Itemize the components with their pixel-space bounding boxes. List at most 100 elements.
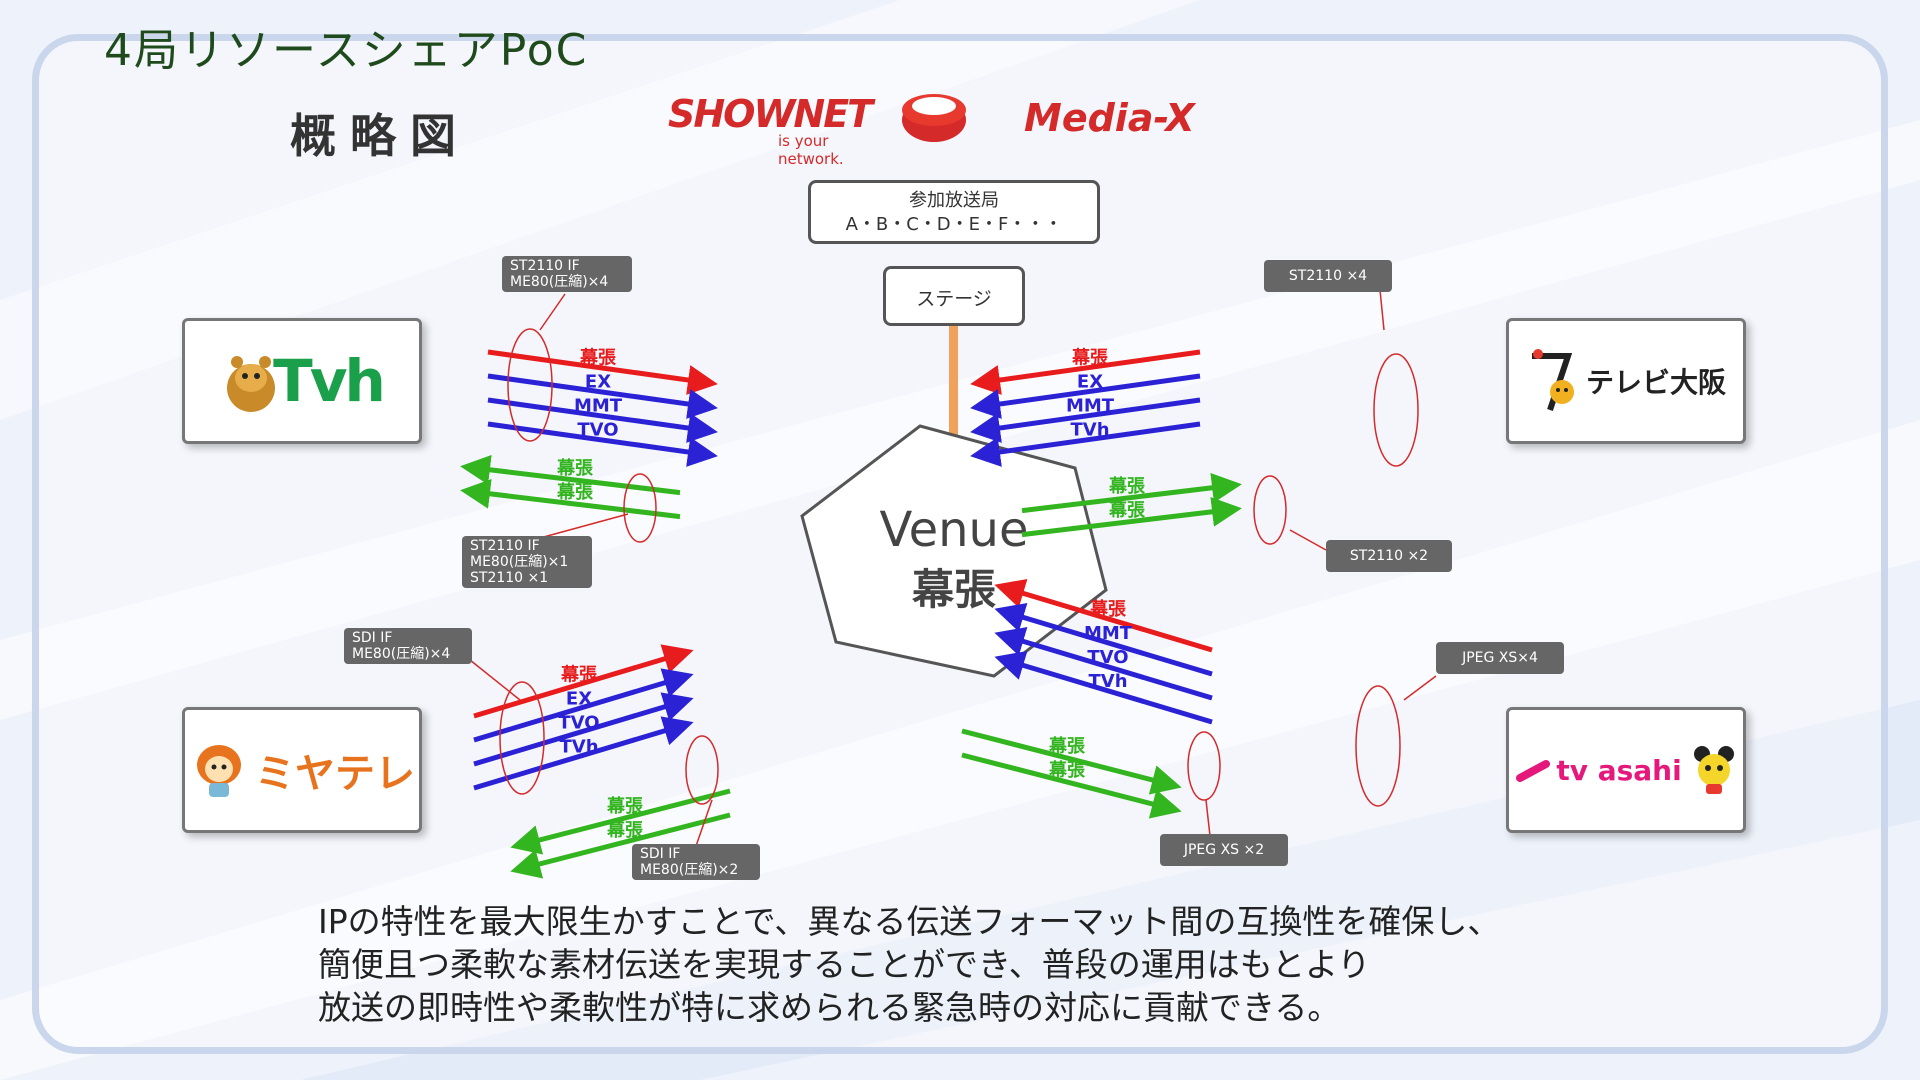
- tag-tvo-bottom-line1: ST2110 ×2: [1349, 548, 1429, 564]
- arrow-label-tvasahi-0: 幕張: [1089, 599, 1127, 620]
- leader-tvh-a: [539, 293, 566, 331]
- bundle-ellipse-tvasahi-b: [1187, 731, 1221, 801]
- arrow-miyatere-red-0: [473, 644, 694, 719]
- tag-miyatere-bottom: SDI IF ME80(圧縮)×2: [632, 844, 760, 880]
- tvo-mascot-icon: [1531, 349, 1574, 411]
- tvasahi-mascot-icon: [1693, 746, 1734, 794]
- arrow-label-miyatere-3: TVh: [559, 737, 598, 758]
- leader-tvh-b: [539, 513, 629, 539]
- bundle-ellipse-tvh-a: [507, 328, 553, 442]
- arrow-label-tvo-3: TVh: [1070, 419, 1109, 440]
- tvo-logo-text: テレビ大阪: [1585, 366, 1726, 399]
- participants-label: 参加放送局: [909, 190, 999, 211]
- arrow-miyatere-blue-2: [473, 692, 694, 767]
- tag-tvh-bottom: ST2110 IF ME80(圧縮)×1 ST2110 ×1: [462, 536, 592, 588]
- bundle-ellipse-tvo-a: [1373, 353, 1419, 467]
- participants-list: A・B・C・D・E・F・・・: [845, 214, 1063, 235]
- miyatere-mascot-icon: [197, 745, 241, 797]
- tag-miyatere-bottom-line1: SDI IF: [640, 846, 681, 862]
- tag-tvh-top: ST2110 IF ME80(圧縮)×4: [502, 256, 632, 292]
- tag-tvh-bottom-line1: ST2110 IF: [470, 538, 540, 554]
- arrow-label-tvo-0: 幕張: [1071, 347, 1109, 368]
- arrow-label-miyatere-0: 幕張: [560, 665, 598, 686]
- arrow-tvh-blue-1: [487, 373, 718, 419]
- arrow-tvasahi-green-1: [961, 752, 1182, 819]
- arrow-label-tvasahi-green-0: 幕張: [1048, 736, 1086, 757]
- bundle-ellipse-tvo-b: [1253, 475, 1287, 545]
- arrow-label-tvasahi-green-1: 幕張: [1048, 760, 1086, 781]
- leader-tvo-a: [1379, 289, 1385, 331]
- venue-location: 幕張: [911, 565, 996, 614]
- arrow-miyatere-blue-1: [473, 668, 694, 743]
- tvh-mascot-icon: [227, 356, 276, 412]
- arrow-label-miyatere-1: EX: [566, 689, 592, 710]
- tag-tvh-bottom-line3: ST2110 ×1: [470, 570, 549, 586]
- arrow-tvh-green-0: [460, 454, 681, 496]
- leader-tvasahi-a: [1403, 675, 1437, 701]
- stage-label: ステージ: [916, 288, 992, 310]
- footer-line-2: 簡便且つ柔軟な素材伝送を実現することができ、普段の運用はもとより: [318, 945, 1371, 984]
- arrow-tvo-blue-2: [970, 397, 1201, 443]
- tag-miyatere-bottom-line2: ME80(圧縮)×2: [640, 862, 739, 878]
- tag-miyatere-top: SDI IF ME80(圧縮)×4: [344, 628, 472, 664]
- arrow-miyatere-blue-3: [473, 716, 694, 791]
- tag-tvasahi-top: JPEG XS×4: [1436, 642, 1564, 674]
- tag-tvh-top-line2: ME80(圧縮)×4: [510, 274, 609, 290]
- arrow-label-tvasahi-3: TVh: [1088, 671, 1127, 692]
- arrow-tvo-red-0: [970, 349, 1201, 395]
- arrow-tvo-green-0: [1021, 472, 1242, 514]
- arrow-tvasahi-blue-2: [994, 626, 1213, 701]
- tag-tvasahi-bottom: JPEG XS ×2: [1160, 834, 1288, 866]
- footer-line-3: 放送の即時性や柔軟性が特に求められる緊急時の対応に貢献できる。: [318, 988, 1341, 1027]
- arrow-tvo-green-1: [1021, 496, 1242, 538]
- arrow-tvh-green-1: [460, 478, 681, 520]
- tag-miyatere-top-line2: ME80(圧縮)×4: [352, 646, 451, 662]
- arrow-label-tvh-2: MMT: [574, 395, 623, 416]
- bundle-ellipse-tvh-b: [623, 473, 657, 543]
- arrow-tvasahi-blue-1: [994, 602, 1213, 677]
- bundle-ellipse-miyatere-a: [499, 681, 545, 795]
- arrow-label-tvo-green-1: 幕張: [1108, 500, 1146, 521]
- arrow-label-tvo-1: EX: [1077, 371, 1103, 392]
- station-tvo: テレビ大阪: [1506, 318, 1746, 444]
- leader-miyatere-b: [695, 799, 713, 847]
- arrow-tvh-blue-3: [487, 421, 718, 467]
- tag-miyatere-top-line1: SDI IF: [352, 630, 393, 646]
- tvasahi-logo-text: tv asahi: [1556, 753, 1682, 787]
- arrow-label-tvh-1: EX: [585, 371, 611, 392]
- arrow-label-tvh-3: TVO: [577, 419, 618, 440]
- shownet-tagline: is your network.: [778, 132, 844, 168]
- arrow-tvh-red-0: [487, 349, 718, 395]
- tag-tvo-top: ST2110 ×4: [1264, 260, 1392, 292]
- participants-box: 参加放送局 A・B・C・D・E・F・・・: [808, 180, 1100, 244]
- arrow-tvh-blue-2: [487, 397, 718, 443]
- arrow-label-miyatere-green-1: 幕張: [606, 820, 644, 841]
- venue-node: Venue 幕張: [800, 424, 1108, 680]
- tag-tvasahi-bottom-line1: JPEG XS ×2: [1183, 842, 1265, 858]
- arrow-label-tvo-green-0: 幕張: [1108, 476, 1146, 497]
- leader-tvasahi-b: [1205, 799, 1211, 837]
- arrow-tvo-blue-1: [970, 373, 1201, 419]
- arrow-miyatere-green-1: [510, 812, 731, 879]
- page-title: 4局リソースシェアPoC: [104, 25, 589, 76]
- arrow-label-tvasahi-2: TVO: [1087, 647, 1128, 668]
- arrow-label-miyatere-2: TVO: [558, 713, 599, 734]
- arrow-tvo-blue-3: [970, 421, 1201, 467]
- arrow-label-tvo-2: MMT: [1066, 395, 1115, 416]
- bundle-ellipse-tvasahi-a: [1355, 685, 1401, 807]
- tag-tvh-bottom-line2: ME80(圧縮)×1: [470, 554, 569, 570]
- tag-tvo-top-line1: ST2110 ×4: [1288, 268, 1368, 284]
- footer-description: IPの特性を最大限生かすことで、異なる伝送フォーマット間の互換性を確保し、 簡便…: [318, 900, 1500, 1029]
- bundle-ellipse-miyatere-b: [685, 735, 719, 805]
- shownet-logo: SHOWNET is your network.: [668, 92, 966, 168]
- leader-miyatere-a: [469, 659, 521, 701]
- arrow-tvasahi-red-0: [994, 578, 1213, 653]
- station-tvasahi: tv asahi: [1506, 707, 1746, 833]
- footer-line-1: IPの特性を最大限生かすことで、異なる伝送フォーマット間の互換性を確保し、: [318, 902, 1501, 941]
- arrow-label-tvh-0: 幕張: [579, 347, 617, 368]
- page-subtitle: 概略図: [290, 109, 470, 163]
- station-tvh: Tvh: [182, 318, 422, 444]
- tag-tvasahi-top-line1: JPEG XS×4: [1462, 650, 1538, 666]
- venue-hexagon: [800, 424, 1108, 678]
